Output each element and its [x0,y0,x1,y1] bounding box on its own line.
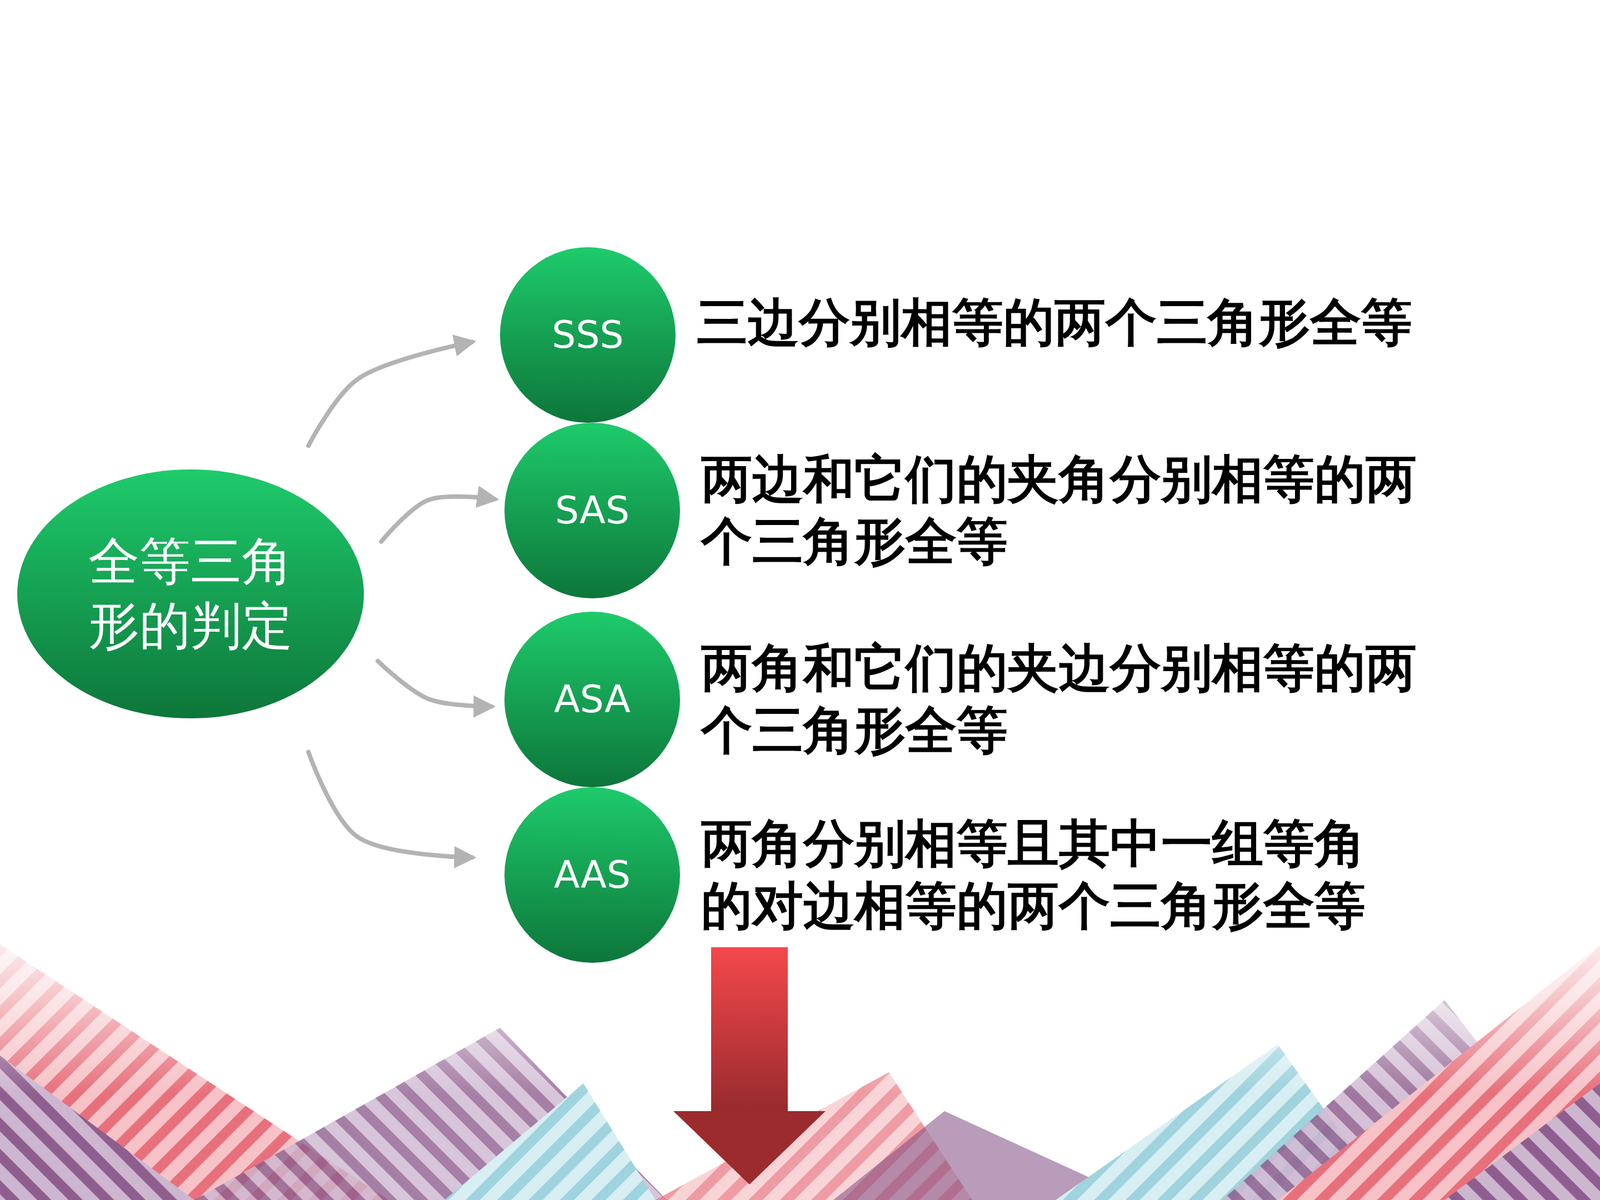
connector-arrow [381,496,495,542]
rule-circle: ASA两角和它们的夹边分别相等的两 个三角形全等 [504,611,680,788]
connector-arrow [308,342,472,447]
rule-abbreviation: AAS [553,852,631,898]
connector-arrow [308,751,472,858]
connector-arrow [377,661,492,707]
rule-description: 三边分别相等的两个三角形全等 [696,291,1564,354]
rule-abbreviation: ASA [553,677,630,722]
ellipse-outline [17,469,364,719]
topic-label: 全等三角 形的判定 [79,529,302,659]
topic-ellipse: 全等三角 形的判定 [17,469,364,719]
rule-circle: SAS两边和它们的夹角分别相等的两 个三角形全等 [504,422,680,599]
stripe-band [0,916,1600,1200]
rule-description: 两角和它们的夹边分别相等的两 个三角形全等 [701,637,1568,762]
rule-description: 两角分别相等且其中一组等角 的对边相等的两个三角形全等 [701,812,1568,938]
rule-abbreviation: SAS [555,488,630,533]
down-arrow [673,947,826,1185]
rule-circle: SSS三边分别相等的两个三角形全等 [500,247,676,423]
rule-abbreviation: SSS [551,312,624,358]
rule-circle: AAS两角分别相等且其中一组等角 的对边相等的两个三角形全等 [504,787,680,963]
rule-description: 两边和它们的夹角分别相等的两 个三角形全等 [701,448,1568,573]
